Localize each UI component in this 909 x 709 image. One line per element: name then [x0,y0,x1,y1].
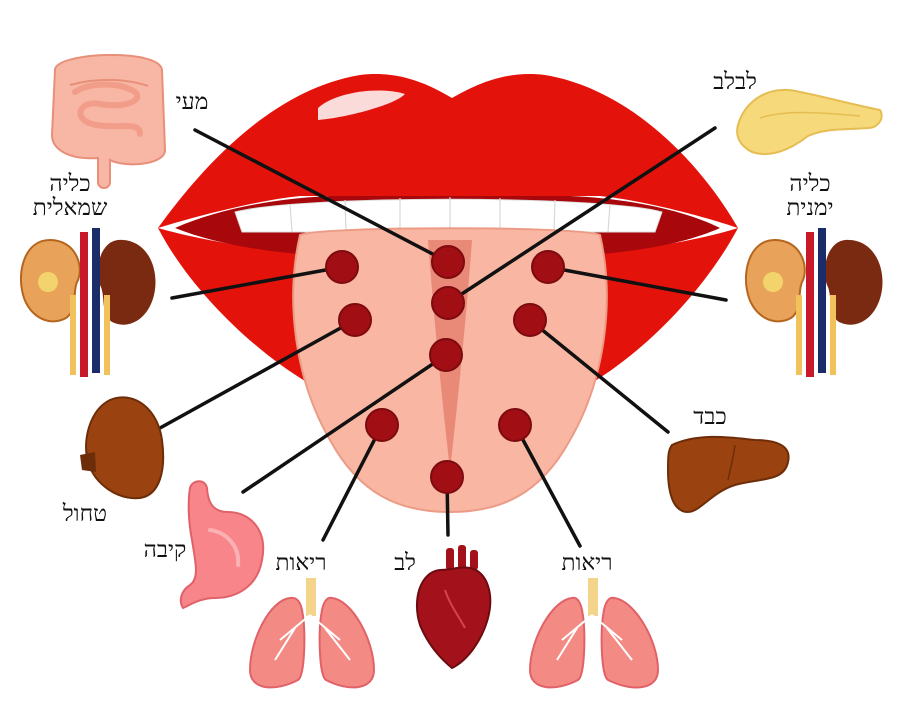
line-pancreas [446,126,717,305]
spleen-icon [80,396,165,500]
label-stomach: קיבה [143,537,187,563]
line-stomach [241,353,448,494]
label-left-kidney-line1: כליה [49,171,91,197]
line-intestines [193,128,450,264]
spot-pancreas [431,286,465,320]
label-lungs-left: ריאות [275,550,327,576]
label-lungs-right: ריאות [561,550,613,576]
label-right-kidney-line1: כליה [789,171,831,197]
label-left-kidney-line2: שמאלית [32,195,108,222]
liver-icon [666,435,790,514]
label-pancreas: לבלב [713,69,757,95]
label-heart: לב [394,550,416,576]
line-lungs-right [513,423,582,548]
line-lungs-left [321,423,384,542]
spot-spleen [338,303,372,337]
label-spleen: טחול [62,501,108,527]
intestines-icon [50,53,167,189]
spot-liver [513,303,547,337]
label-intestines: מעי [175,89,209,115]
label-right-kidney-line2: ימנית [786,195,834,222]
label-liver: כבד [693,404,727,430]
upper-lip [158,74,738,228]
spot-heart [430,460,464,494]
upper-lip-shine [318,90,405,120]
line-left-kidney [170,265,344,300]
heart-icon [415,545,492,670]
spot-stomach [429,338,463,372]
pancreas-icon [736,88,883,155]
line-right-kidney [546,265,728,302]
left-kidney-icon [20,228,156,377]
right-kidney-icon [745,228,883,377]
lungs-right-icon [528,578,660,689]
tongue-spots [325,245,565,494]
line-spleen [158,318,357,430]
label-left-kidney: כליה שמאלית [20,172,120,220]
stomach-icon [179,480,265,610]
spot-left-kidney [325,250,359,284]
line-liver [528,318,670,434]
spot-lungs-left [365,408,399,442]
spot-intestines [431,245,465,279]
spot-right-kidney [531,250,565,284]
spot-lungs-right [498,408,532,442]
teeth-gaps [289,197,611,233]
label-right-kidney: כליה ימנית [765,172,855,220]
lungs-left-icon [248,578,376,689]
